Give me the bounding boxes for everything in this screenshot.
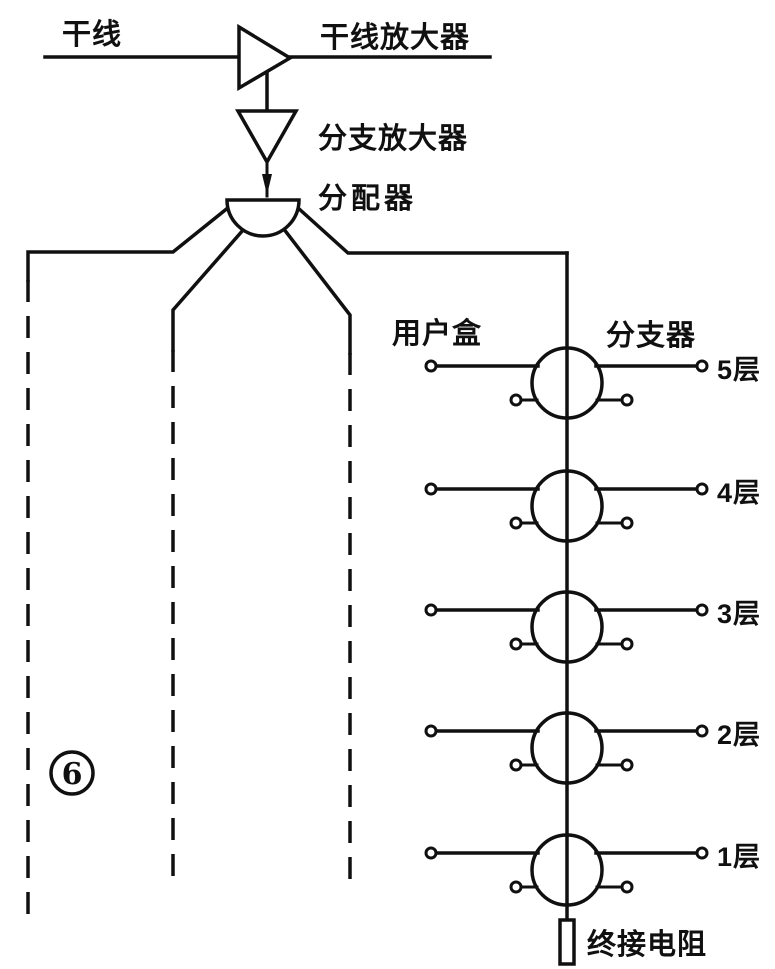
tap-circle [530, 711, 604, 785]
tap-group-4层: 4层 [424, 469, 761, 543]
tap-port-terminal-left-icon [509, 880, 523, 894]
subscriber-terminal-icon [424, 603, 438, 617]
arrow-down-icon [262, 174, 272, 195]
splitter-branch-outer-right [294, 204, 569, 255]
splitter-symbol [225, 198, 301, 238]
splitter-branch-inner-left [171, 226, 247, 352]
floor-label: 2层 [717, 720, 761, 750]
subscriber-terminal-icon [424, 724, 438, 738]
tap-port-terminal-right-icon [620, 516, 634, 530]
floor-terminal-icon [695, 359, 709, 373]
tap-circle [530, 469, 604, 543]
trunk-line-label: 干线 [62, 18, 122, 51]
tap-port-terminal-left-icon [509, 393, 523, 407]
callout-number-label: 6 [62, 757, 83, 792]
subscriber-terminal-icon [424, 482, 438, 496]
floor-label: 1层 [717, 842, 761, 872]
floor-terminal-icon [695, 482, 709, 496]
tap-port-terminal-left-icon [509, 516, 523, 530]
floor-terminal-icon [695, 724, 709, 738]
tap-port-terminal-right-icon [620, 393, 634, 407]
floor-label: 4层 [717, 478, 761, 508]
tap-group-2层: 2层 [424, 711, 761, 785]
tap-port-terminal-left-icon [509, 637, 523, 651]
tap-group-5层: 5层 [424, 346, 761, 420]
floor-label: 3层 [717, 599, 761, 629]
branch-amplifier-symbol [234, 109, 300, 166]
tap-circle [530, 346, 604, 420]
tap-circle [530, 590, 604, 664]
terminating-resistor-label: 终接电阻 [587, 928, 707, 961]
subscriber-outlet-label: 用户盒 [392, 316, 482, 350]
tap-unit-label: 分支器 [606, 319, 696, 352]
tap-circle [530, 833, 604, 907]
splitter-branch-outer-left [26, 204, 232, 282]
floor-label: 5层 [717, 355, 761, 385]
taps-layer: 5层 4层 3层 2层 1层 [424, 346, 761, 907]
trunk-amplifier-label: 干线放大器 [320, 21, 470, 54]
splitter-branch-inner-right [280, 225, 352, 355]
tap-group-3层: 3层 [424, 590, 761, 664]
branch-amplifier-label: 分支放大器 [318, 122, 468, 155]
subscriber-terminal-icon [424, 846, 438, 860]
splitter-label: 分配器 [318, 182, 417, 215]
trunk-amplifier-symbol [237, 23, 294, 92]
terminating-resistor-symbol [558, 918, 576, 966]
tap-group-1层: 1层 [424, 833, 761, 907]
floor-terminal-icon [695, 603, 709, 617]
floor-terminal-icon [695, 846, 709, 860]
tap-port-terminal-right-icon [620, 758, 634, 772]
tap-port-terminal-left-icon [509, 758, 523, 772]
subscriber-terminal-icon [424, 359, 438, 373]
tap-port-terminal-right-icon [620, 880, 634, 894]
callout-circle [49, 750, 95, 796]
tap-port-terminal-right-icon [620, 637, 634, 651]
